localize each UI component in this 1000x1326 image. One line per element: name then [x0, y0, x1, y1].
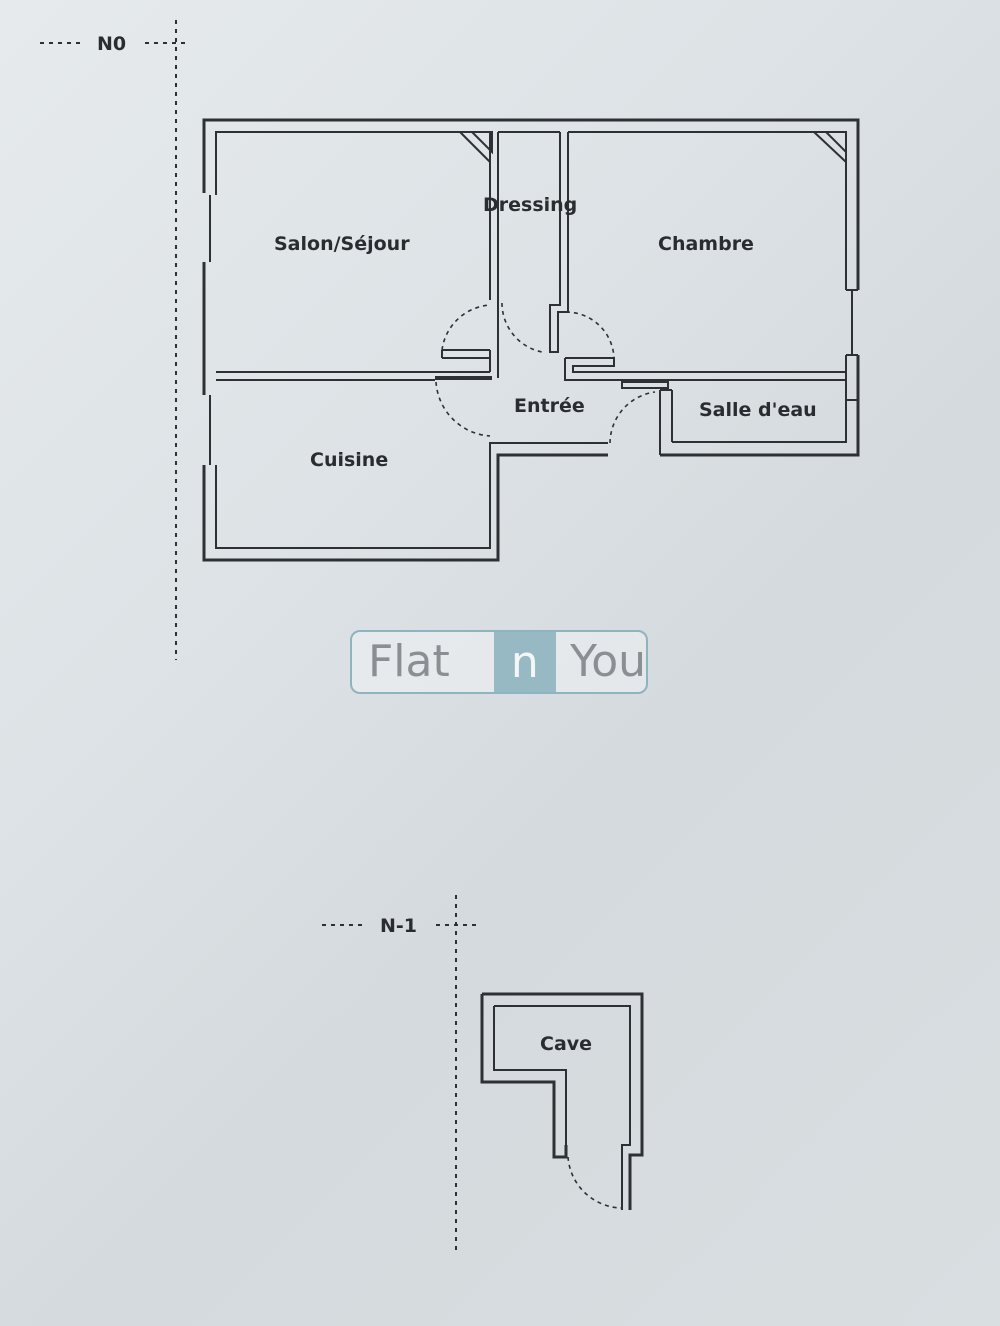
level-n1-marker: N-1 — [322, 895, 478, 1250]
room-label-chambre: Chambre — [658, 233, 754, 255]
logo-text-you: You — [570, 636, 646, 687]
level-n0-label: N0 — [97, 33, 126, 55]
flatnyou-logo: Flat n You — [350, 630, 648, 694]
room-label-salon: Salon/Séjour — [274, 233, 410, 255]
level-n0-marker: N0 — [40, 20, 186, 660]
room-label-cuisine: Cuisine — [310, 449, 388, 471]
ground-floor-doors — [435, 302, 656, 444]
room-label-cave: Cave — [540, 1033, 592, 1055]
logo-text-flat: Flat — [368, 636, 450, 687]
level-n1-label: N-1 — [380, 915, 417, 937]
room-label-entree: Entrée — [514, 395, 585, 417]
room-label-dressing: Dressing — [483, 194, 577, 216]
logo-text-n: n — [493, 632, 557, 692]
room-label-salle-eau: Salle d'eau — [699, 399, 817, 421]
ground-floor-walls — [202, 118, 860, 562]
cave-walls — [480, 992, 644, 1210]
